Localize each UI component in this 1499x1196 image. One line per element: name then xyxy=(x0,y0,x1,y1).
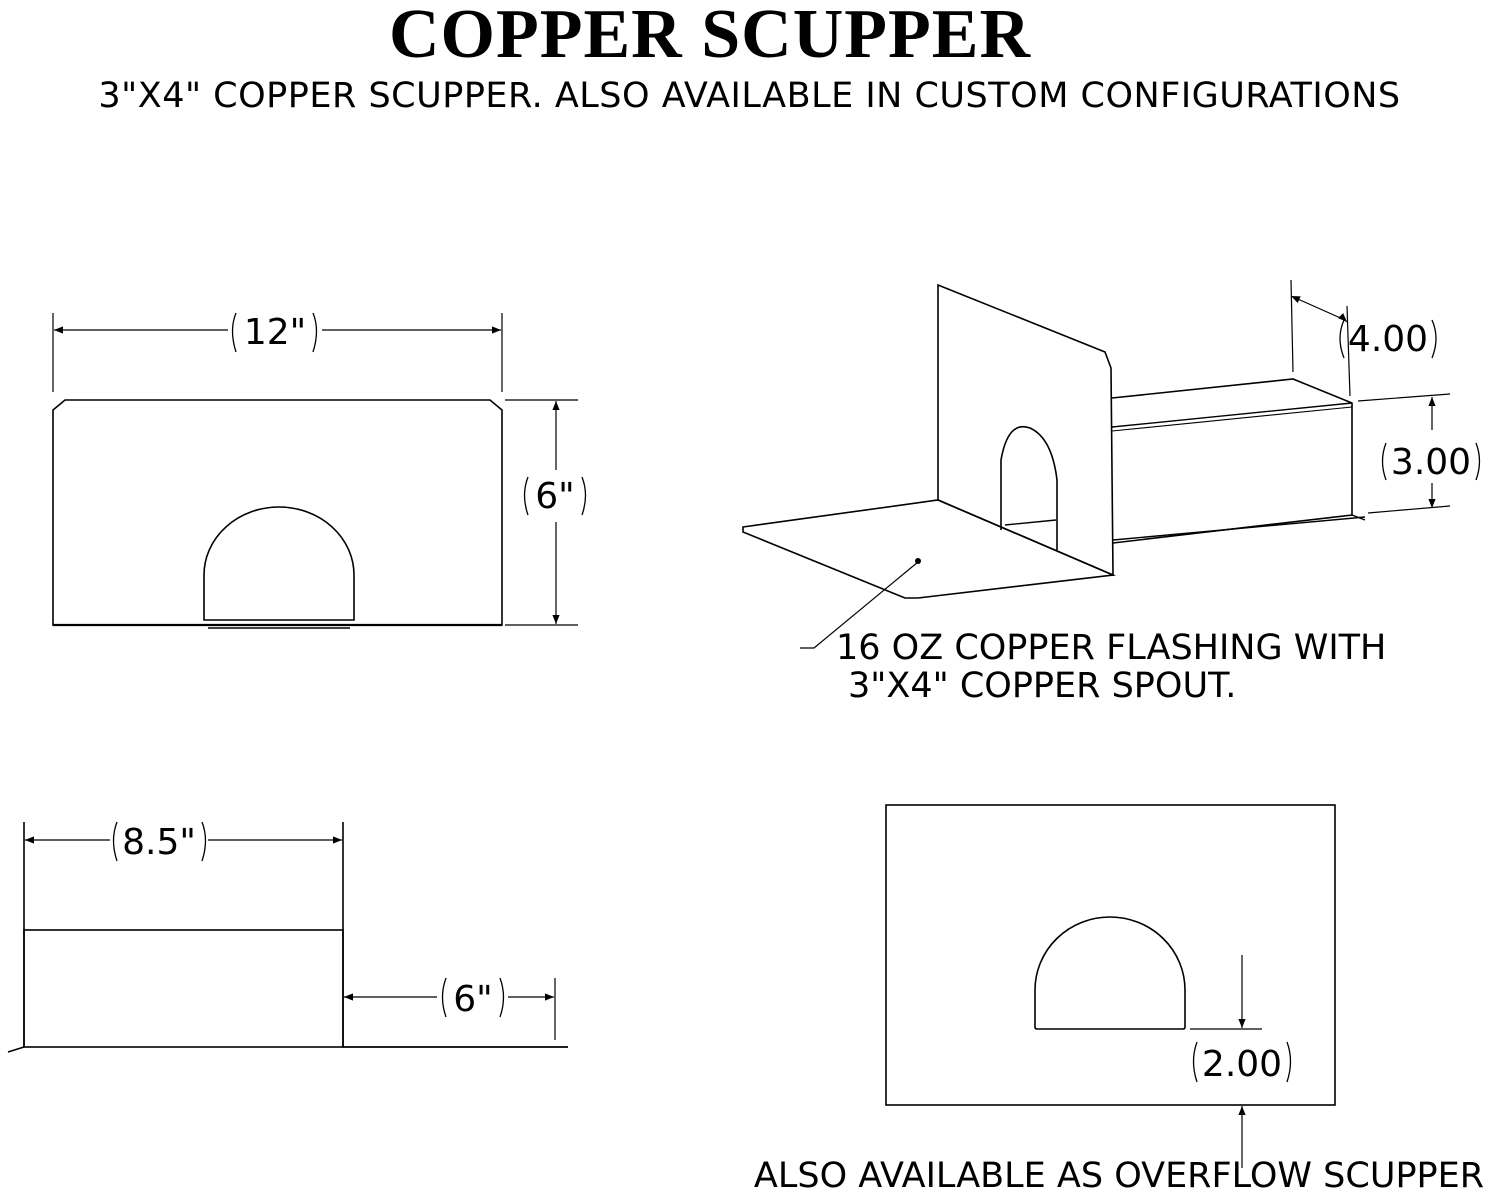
side-top-label: 8.5" xyxy=(122,822,196,863)
iso-floor-flange xyxy=(742,499,1117,599)
overflow-offset-label: 2.00 xyxy=(1202,1044,1282,1085)
iso-note-leader xyxy=(800,561,919,649)
side-view xyxy=(7,821,568,1053)
iso-back-plate xyxy=(937,283,1114,577)
page-title: COPPER SCUPPER xyxy=(388,0,1032,73)
side-spout-body xyxy=(23,929,344,1048)
iso-leader-dot xyxy=(915,558,921,564)
iso-spout-opening xyxy=(1000,425,1058,550)
overflow-plate xyxy=(885,804,1336,1106)
front-view xyxy=(52,312,587,629)
front-width-label: 12" xyxy=(244,312,306,353)
overflow-caption: ALSO AVAILABLE AS OVERFLOW SCUPPER xyxy=(754,1156,1484,1196)
iso-depth-dim-line xyxy=(1290,295,1346,321)
iso-spout-box xyxy=(1111,378,1353,544)
front-spout-opening xyxy=(203,506,355,621)
iso-depth-label: 4.00 xyxy=(1348,319,1428,360)
iso-note-line-2: 3"X4" COPPER SPOUT. xyxy=(848,666,1236,706)
side-flange-label: 6" xyxy=(453,979,492,1020)
iso-height-label: 3.00 xyxy=(1391,442,1471,483)
front-height-label: 6" xyxy=(535,476,574,517)
iso-note-line-1: 16 OZ COPPER FLASHING WITH xyxy=(836,628,1386,668)
front-plate-outline xyxy=(52,399,503,626)
side-baseline xyxy=(7,1046,25,1053)
iso-view xyxy=(742,279,1481,649)
overflow-view xyxy=(885,804,1336,1168)
page-subtitle: 3"X4" COPPER SCUPPER. ALSO AVAILABLE IN … xyxy=(98,76,1401,116)
overflow-opening xyxy=(1034,916,1186,1030)
